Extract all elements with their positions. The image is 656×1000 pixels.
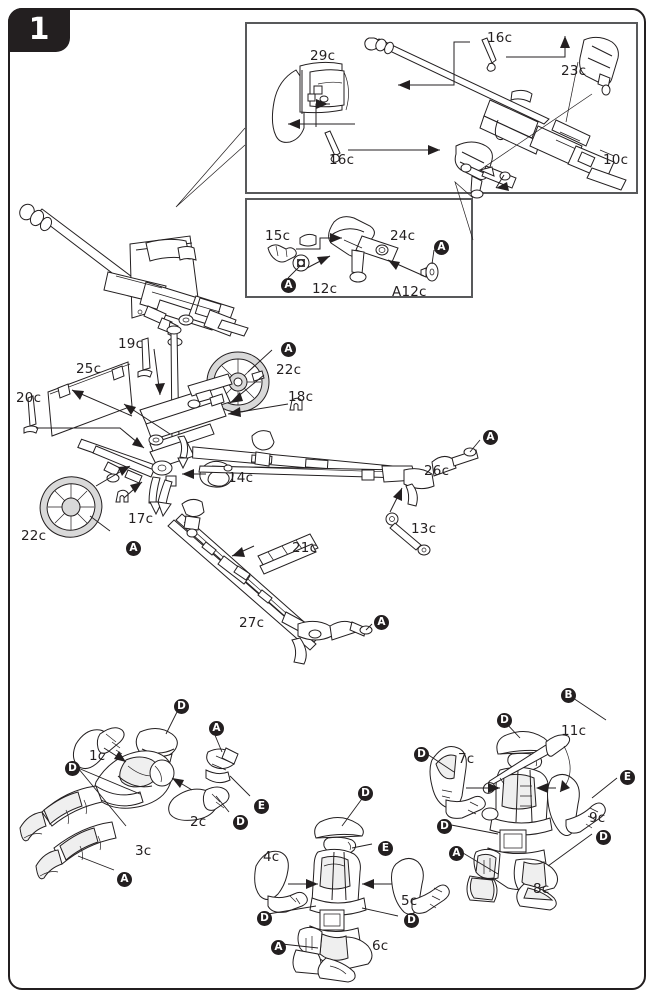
step-number-text: 1 [28, 12, 50, 47]
part-label-12c: 12c [312, 281, 338, 297]
marker-e: E [378, 841, 393, 856]
part-label-25c: 25c [76, 361, 102, 377]
part-label-23c: 23c [561, 63, 587, 79]
part-label-27c: 27c [239, 615, 265, 631]
inset-box-top [245, 22, 638, 194]
part-label-21c: 21c [292, 540, 318, 556]
part-label-15c: 15c [265, 228, 291, 244]
part-label-6c: 6c [372, 938, 389, 954]
part-label-17c: 17c [128, 511, 154, 527]
part-label-9c: 9c [589, 810, 606, 826]
page-border [8, 8, 646, 990]
part-label-A12c: A12c [392, 284, 427, 300]
marker-d: D [257, 911, 272, 926]
marker-d: D [414, 747, 429, 762]
marker-d: D [596, 830, 611, 845]
part-label-4c: 4c [263, 849, 280, 865]
marker-d: D [174, 699, 189, 714]
part-label-10c: 10c [603, 152, 629, 168]
part-label-18c: 18c [288, 389, 314, 405]
marker-d: D [404, 913, 419, 928]
step-number-badge: 1 [8, 8, 70, 52]
marker-a: A [374, 615, 389, 630]
part-label-3c: 3c [135, 843, 152, 859]
part-label-7c: 7c [458, 751, 475, 767]
part-label-20c: 20c [16, 390, 42, 406]
marker-a: A [434, 240, 449, 255]
marker-d: D [65, 761, 80, 776]
part-label-1c: 1c [89, 748, 106, 764]
marker-a: A [281, 278, 296, 293]
part-label-19c: 19c [118, 336, 144, 352]
marker-d: D [358, 786, 373, 801]
part-label-11c: 11c [561, 723, 587, 739]
part-label-8c: 8c [533, 881, 550, 897]
inset-box-bottom [245, 198, 473, 298]
marker-d: D [233, 815, 248, 830]
part-label-29c: 29c [310, 48, 336, 64]
marker-e: E [254, 799, 269, 814]
part-label-24c: 24c [390, 228, 416, 244]
marker-a: A [449, 846, 464, 861]
marker-a: A [117, 872, 132, 887]
part-label-26c: 26c [424, 463, 450, 479]
marker-a: A [281, 342, 296, 357]
part-label-5c: 5c [401, 893, 418, 909]
part-label-2c: 2c [190, 814, 207, 830]
part-label-16c-b: 16c [329, 152, 355, 168]
marker-a: A [126, 541, 141, 556]
part-label-22c-top: 22c [276, 362, 302, 378]
marker-a: A [271, 940, 286, 955]
marker-d: D [497, 713, 512, 728]
part-label-13c: 13c [411, 521, 437, 537]
marker-e: E [620, 770, 635, 785]
part-label-14c: 14c [228, 470, 254, 486]
marker-a: A [483, 430, 498, 445]
part-label-16c-a: 16c [487, 30, 513, 46]
part-label-22c-bot: 22c [21, 528, 47, 544]
marker-d: D [437, 819, 452, 834]
marker-a: A [209, 721, 224, 736]
marker-b: B [561, 688, 576, 703]
